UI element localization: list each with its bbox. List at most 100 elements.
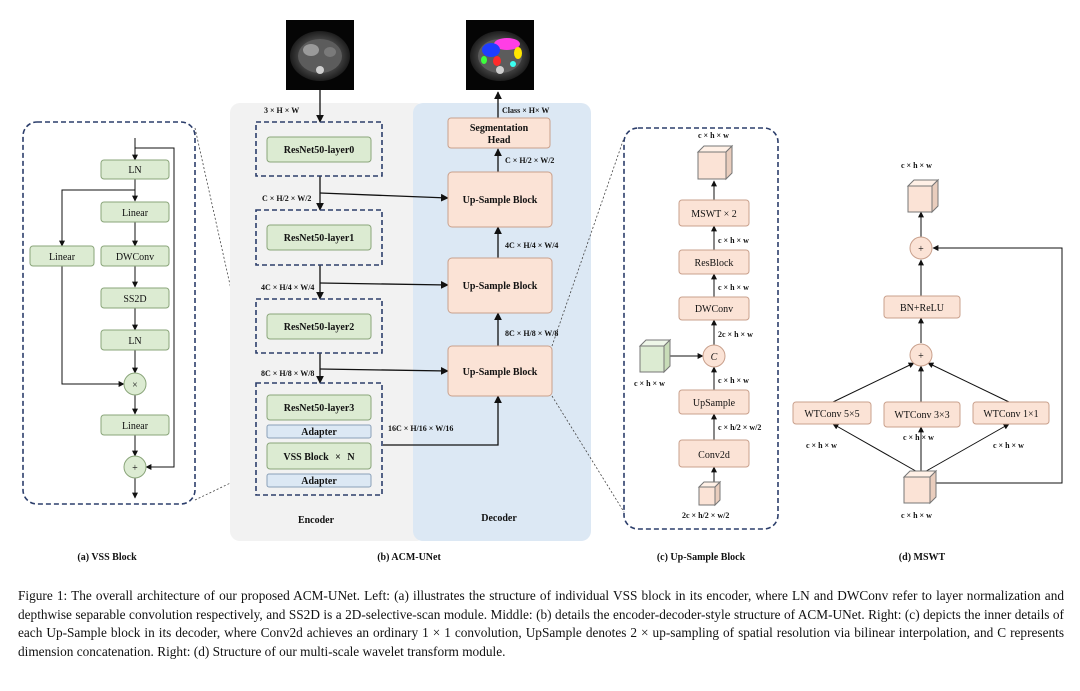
conv2d-label: Conv2d	[698, 450, 730, 461]
concat-label: C	[711, 352, 718, 363]
upsample-block-2-label: Up-Sample Block	[463, 281, 538, 292]
vss-ln2-box	[100, 329, 170, 351]
c-dim-top: c × h × w	[698, 131, 729, 140]
decoder-label: Decoder	[481, 513, 517, 524]
vss-linear2-box	[100, 414, 170, 436]
concat-node	[702, 344, 726, 368]
decoder-background	[413, 103, 591, 541]
layer0-dashed-frame	[255, 121, 383, 177]
figure-caption-text: Figure 1: The overall architecture of ou…	[18, 588, 1064, 659]
segmentation-head-line1: Segmentation	[470, 123, 529, 134]
upsample-box	[678, 389, 750, 415]
resblock-label: ResBlock	[695, 258, 734, 269]
upsample-block-1	[447, 171, 553, 228]
input-ct-image	[286, 20, 354, 90]
vss-dwconv-box	[100, 245, 170, 267]
upsample-block-2	[447, 257, 553, 314]
d-dim-left: c × h × w	[806, 441, 837, 450]
dim-enc-0: C × H/2 × W/2	[262, 194, 311, 203]
dim-enc-2: 8C × H/8 × W/8	[261, 369, 314, 378]
panel-a-caption: (a) VSS Block	[77, 552, 137, 563]
layer2-dashed-frame	[255, 298, 383, 354]
c-dim-res-out: c × h × w	[718, 283, 749, 292]
vss-linear1-label: Linear	[122, 208, 149, 219]
bnrelu-box	[883, 295, 961, 319]
upsample-label: UpSample	[693, 398, 736, 409]
upsample-block-3	[447, 345, 553, 397]
c-dim-conv-out: c × h/2 × w/2	[718, 423, 761, 432]
layer2-box	[266, 313, 372, 340]
vss-linear-side-box	[29, 245, 95, 267]
dim-enc-3: 16C × H/16 × W/16	[388, 424, 453, 433]
vss-ss2d-box	[100, 287, 170, 309]
vss-linear1-box	[100, 201, 170, 223]
zoom-connectors-c	[551, 137, 625, 513]
mswt-add-mid-label: +	[918, 351, 924, 362]
mswt-box	[678, 199, 750, 227]
adapter-top-label: Adapter	[301, 427, 337, 438]
d-dim-mid: c × h × w	[903, 433, 934, 442]
mswt-add-top	[909, 236, 933, 260]
dim-input: 3 × H × W	[264, 106, 299, 115]
upsample-dashed-frame	[623, 127, 779, 530]
vss-linear2-label: Linear	[122, 421, 149, 432]
vss-dashed-frame	[22, 121, 196, 505]
dim-dec-1: 4C × H/4 × W/4	[505, 241, 558, 250]
c-dim-up-out: c × h × w	[718, 376, 749, 385]
mswt-input-cube	[902, 469, 938, 505]
panel-c-upsample-block: MSWT × 2 ResBlock DWConv C UpSample Conv…	[623, 127, 779, 563]
dwconv-box	[678, 296, 750, 321]
dim-enc-1: 4C × H/4 × W/4	[261, 283, 314, 292]
encoder-label: Encoder	[298, 515, 335, 526]
skip-feature-cube	[638, 338, 672, 374]
dim-dec-0: C × H/2 × W/2	[505, 156, 554, 165]
adapter-bottom-box	[266, 473, 372, 488]
dim-dec-2: 8C × H/8 × W/8	[505, 329, 558, 338]
vss-ss2d-label: SS2D	[123, 294, 146, 305]
wtconv3-label: WTConv 3×3	[894, 410, 949, 421]
panel-d-mswt: + BN+ReLU + WTConv 5×5 WTConv 3×3 WTConv…	[792, 161, 1063, 563]
vss-ln1-label: LN	[128, 165, 141, 176]
architecture-figure: LN Linear Linear DWConv SS2D LN × Linear…	[22, 20, 1063, 563]
mswt-label: MSWT × 2	[691, 209, 736, 220]
mswt-add-top-label: +	[918, 244, 924, 255]
d-dim-bottom: c × h × w	[901, 511, 932, 520]
c-dim-mswt-out: c × h × w	[718, 236, 749, 245]
output-segmentation-image	[466, 20, 534, 90]
vss-linear-side-label: Linear	[49, 252, 76, 263]
vss-add-label: +	[132, 463, 138, 474]
wtconv5-label: WTConv 5×5	[804, 409, 859, 420]
vss-add-node	[123, 455, 147, 479]
layer2-label: ResNet50-layer2	[284, 322, 355, 333]
wtconv5-box	[792, 401, 872, 425]
layer1-box	[266, 224, 372, 251]
layer3-label: ResNet50-layer3	[284, 403, 355, 414]
adapter-top-box	[266, 424, 372, 439]
panel-d-caption: (d) MSWT	[899, 552, 946, 563]
dim-output: Class × H× W	[502, 106, 549, 115]
layer0-label: ResNet50-layer0	[284, 145, 355, 156]
layer3-dashed-frame	[255, 382, 383, 496]
vss-block-n: N	[347, 452, 355, 463]
output-feature-cube	[696, 144, 734, 181]
panel-b-caption: (b) ACM-UNet	[377, 552, 441, 563]
layer3-box	[266, 394, 372, 421]
bnrelu-label: BN+ReLU	[900, 303, 945, 314]
panel-b-acm-unet: ResNet50-layer0 ResNet50-layer1 ResNet50…	[230, 20, 591, 563]
vss-multiply-label: ×	[132, 380, 138, 391]
wtconv3-box	[883, 401, 961, 428]
panel-c-caption: (c) Up-Sample Block	[657, 552, 746, 563]
vss-ln1-box	[100, 159, 170, 180]
dwconv-label: DWConv	[695, 304, 733, 315]
wtconv1-box	[972, 401, 1050, 425]
panel-a-vss-block: LN Linear Linear DWConv SS2D LN × Linear…	[22, 121, 196, 563]
segmentation-head-box	[447, 117, 551, 149]
c-dim-cube-side: c × h × w	[634, 379, 665, 388]
vss-block-box	[266, 442, 372, 470]
vss-multiply-node	[123, 372, 147, 396]
vss-ln2-label: LN	[128, 336, 141, 347]
segmentation-head-line2: Head	[488, 135, 511, 146]
upsample-block-3-label: Up-Sample Block	[463, 367, 538, 378]
adapter-bottom-label: Adapter	[301, 476, 337, 487]
figure-caption: Figure 1: The overall architecture of ou…	[18, 587, 1064, 661]
